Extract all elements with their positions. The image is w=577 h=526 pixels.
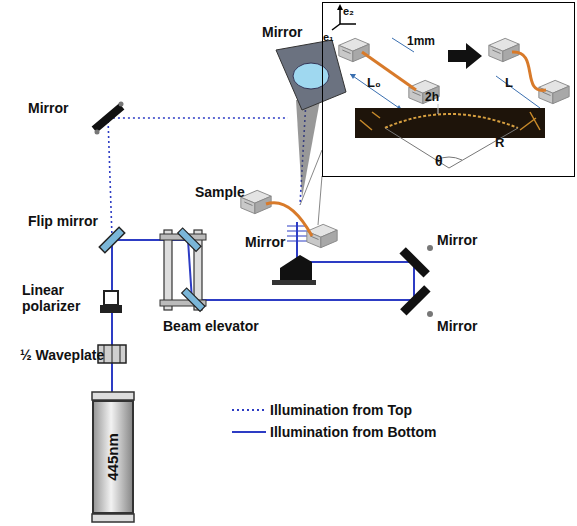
laser-source: 445nm: [92, 400, 134, 514]
legend-sample: [232, 409, 266, 411]
component-label: Mirror: [245, 234, 285, 250]
component-label: Mirror: [437, 232, 477, 248]
component-label: Mirror: [28, 100, 68, 116]
inset-annotation: 1mm: [407, 33, 435, 49]
inset-annotation: 2h: [425, 89, 439, 105]
legend-text: Illumination from Bottom: [270, 424, 436, 440]
inset-annotation: L: [505, 75, 513, 91]
legend-sample: [232, 431, 266, 433]
inset-annotation: e₁: [323, 29, 334, 45]
component-label: Mirror: [262, 24, 302, 40]
leader-line: [318, 176, 322, 225]
inset-box: e₂ e₁ 1mmL₀ L 2hRθ: [322, 2, 575, 177]
component-label: Flip mirror: [28, 213, 98, 229]
inset-annotation: R: [495, 135, 504, 151]
inset-annotation: e₂: [343, 3, 354, 19]
inset-annotation: L₀: [367, 75, 381, 91]
component-label: Beam elevator: [163, 318, 259, 334]
component-label: Mirror: [437, 318, 477, 334]
legend-text: Illumination from Top: [270, 402, 412, 418]
component-label: Linear polarizer: [22, 282, 104, 314]
laser-wavelength: 445nm: [105, 433, 121, 481]
component-label: Sample: [195, 184, 245, 200]
inset-annotation: θ: [435, 153, 443, 169]
component-label: ½ Waveplate: [20, 347, 104, 363]
